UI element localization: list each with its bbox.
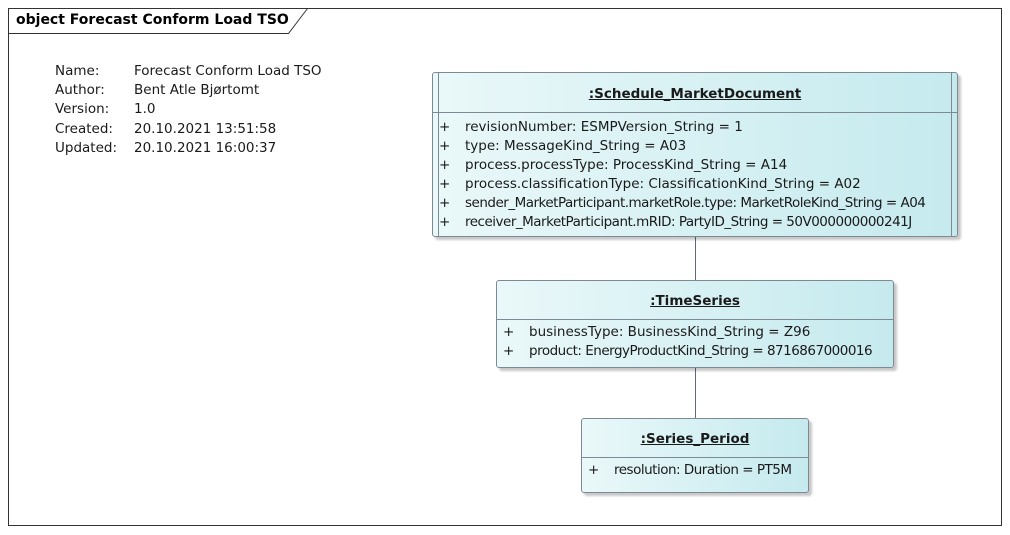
left-border-line — [438, 73, 439, 236]
attribute-text: businessType: BusinessKind_String = Z96 — [529, 324, 811, 340]
object-name: :Schedule_MarketDocument — [433, 73, 957, 113]
attribute-text: revisionNumber: ESMPVersion_String = 1 — [465, 119, 743, 135]
attribute-row[interactable]: + type: MessageKind_String = A03 — [433, 137, 957, 156]
metadata-key: Updated: — [55, 139, 118, 156]
attribute-text: product: EnergyProductKind_String = 8716… — [529, 343, 873, 359]
visibility-public: + — [503, 324, 515, 340]
visibility-public: + — [439, 176, 451, 192]
diagram-metadata: Name: Forecast Conform Load TSO Author: Be… — [55, 62, 322, 158]
right-border-line — [951, 73, 952, 236]
metadata-row-name: Name: Forecast Conform Load TSO — [55, 62, 322, 81]
attribute-text: type: MessageKind_String = A03 — [465, 138, 687, 154]
visibility-public: + — [439, 214, 451, 230]
object-name: :TimeSeries — [497, 281, 893, 320]
metadata-value: Forecast Conform Load TSO — [134, 63, 322, 79]
attribute-text: receiver_MarketParticipant.mRID: PartyID… — [465, 214, 912, 230]
attribute-text: resolution: Duration = PT5M — [614, 462, 792, 478]
attribute-row[interactable]: + sender_MarketParticipant.marketRole.ty… — [433, 194, 957, 213]
metadata-key: Created: — [55, 120, 113, 137]
attribute-row[interactable]: + revisionNumber: ESMPVersion_String = 1 — [433, 118, 957, 137]
attribute-row[interactable]: + businessType: BusinessKind_String = Z9… — [497, 323, 893, 342]
visibility-public: + — [503, 343, 515, 359]
metadata-row-author: Author: Bent Atle Bjørtomt — [55, 81, 322, 100]
attribute-text: sender_MarketParticipant.marketRole.type… — [465, 195, 926, 211]
link-schedule-timeseries[interactable] — [695, 236, 696, 281]
metadata-value: Bent Atle Bjørtomt — [134, 82, 260, 99]
metadata-key: Author: — [55, 82, 105, 99]
diagram-title-tab: object Forecast Conform Load TSO — [8, 8, 308, 34]
title-tab-outline — [8, 8, 308, 34]
object-series-period[interactable]: :Series_Period + resolution: Duration = … — [581, 418, 809, 493]
metadata-value: 1.0 — [134, 101, 156, 118]
link-timeseries-period[interactable] — [695, 368, 696, 419]
attribute-list: + resolution: Duration = PT5M — [582, 458, 808, 480]
attribute-row[interactable]: + resolution: Duration = PT5M — [582, 461, 808, 480]
visibility-public: + — [439, 119, 451, 135]
attribute-row[interactable]: + product: EnergyProductKind_String = 87… — [497, 342, 893, 361]
object-timeseries[interactable]: :TimeSeries + businessType: BusinessKind… — [496, 280, 894, 368]
visibility-public: + — [439, 195, 451, 211]
metadata-row-created: Created: 20.10.2021 13:51:58 — [55, 120, 322, 139]
metadata-key: Name: — [55, 63, 100, 79]
attribute-text: process.processType: ProcessKind_String … — [465, 157, 788, 173]
visibility-public: + — [439, 157, 451, 173]
metadata-row-updated: Updated: 20.10.2021 16:00:37 — [55, 139, 322, 158]
visibility-public: + — [588, 462, 600, 478]
visibility-public: + — [439, 138, 451, 154]
attribute-text: process.classificationType: Classificati… — [465, 176, 861, 192]
object-name: :Series_Period — [582, 419, 808, 458]
diagram-title: object Forecast Conform Load TSO — [16, 12, 289, 28]
attribute-list: + revisionNumber: ESMPVersion_String = 1… — [433, 113, 957, 232]
metadata-key: Version: — [55, 101, 110, 118]
attribute-row[interactable]: + process.processType: ProcessKind_Strin… — [433, 156, 957, 175]
metadata-value: 20.10.2021 16:00:37 — [134, 139, 277, 156]
metadata-row-version: Version: 1.0 — [55, 100, 322, 119]
attribute-row[interactable]: + receiver_MarketParticipant.mRID: Party… — [433, 213, 957, 232]
attribute-row[interactable]: + process.classificationType: Classifica… — [433, 175, 957, 194]
attribute-list: + businessType: BusinessKind_String = Z9… — [497, 320, 893, 361]
object-schedule-market-document[interactable]: :Schedule_MarketDocument + revisionNumbe… — [432, 72, 958, 237]
metadata-value: 20.10.2021 13:51:58 — [134, 120, 277, 137]
